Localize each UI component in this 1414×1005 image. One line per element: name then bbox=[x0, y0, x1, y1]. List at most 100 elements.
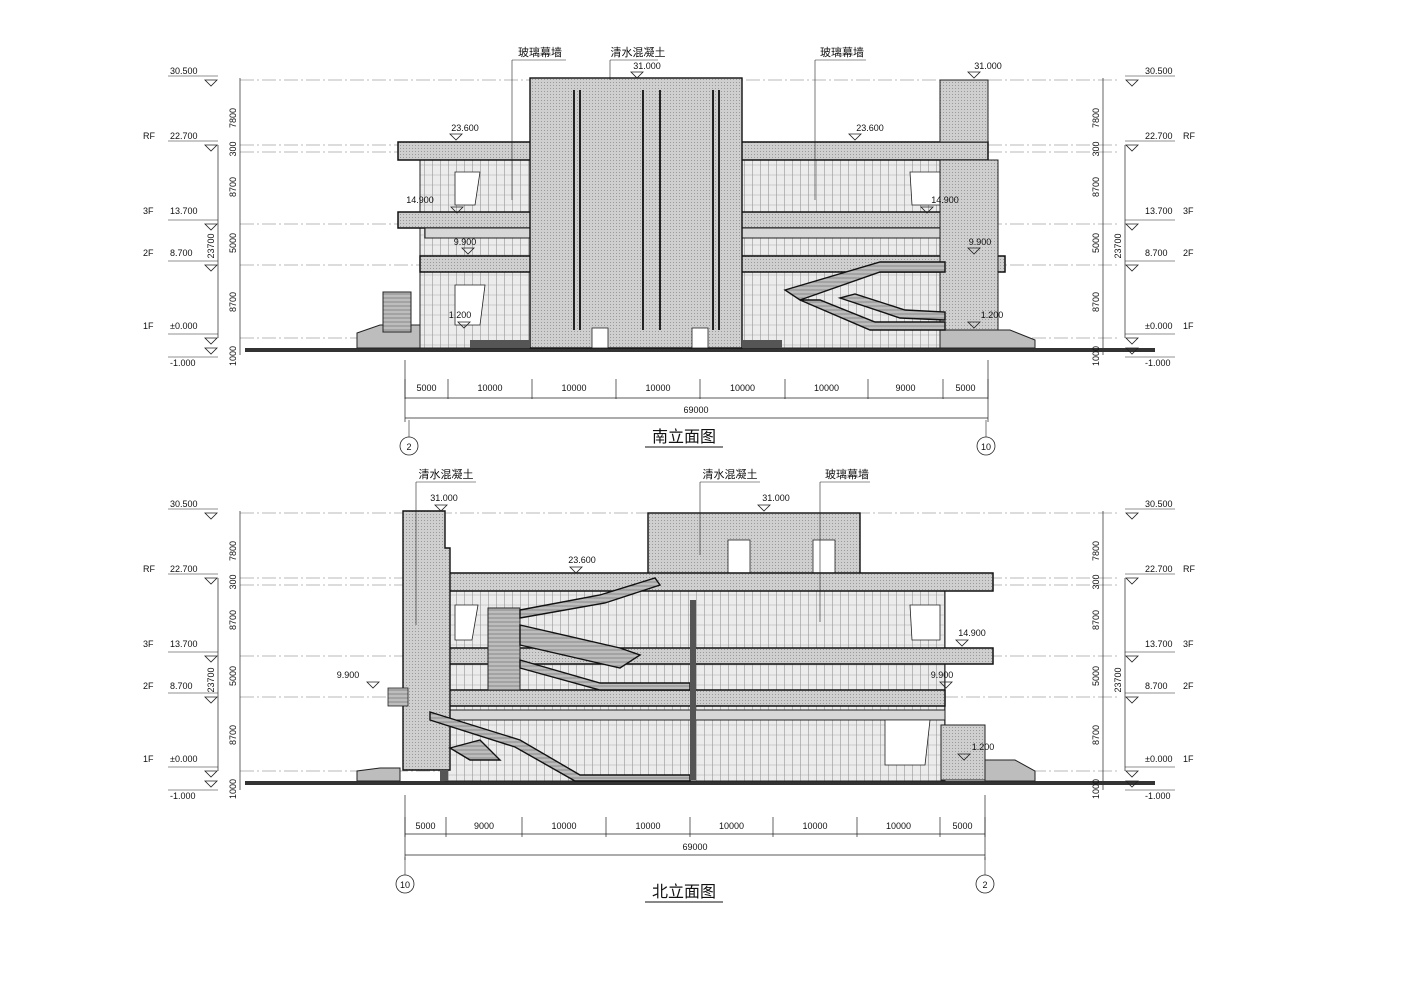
north-elevation-mark: 23.600 bbox=[568, 555, 596, 565]
south-level-value-right: ±0.000 bbox=[1145, 321, 1172, 331]
south-level-name-left: 1F bbox=[143, 321, 154, 331]
south-elevation-mark: 23.600 bbox=[856, 123, 884, 133]
south-axis-right: 10 bbox=[981, 442, 991, 452]
south-bay-dim: 9000 bbox=[895, 383, 915, 393]
north-level-value-left: 8.700 bbox=[170, 681, 193, 691]
south-total-dim: 69000 bbox=[683, 405, 708, 415]
south-title: 南立面图 bbox=[652, 427, 716, 446]
south-building bbox=[245, 77, 1155, 352]
north-vdim-left: 1000 bbox=[228, 779, 238, 799]
south-bay-dim: 5000 bbox=[416, 383, 436, 393]
north-vdim-left: 8700 bbox=[228, 610, 238, 630]
north-bay-dim: 9000 bbox=[474, 821, 494, 831]
south-bottom-level-left: -1.000 bbox=[170, 358, 196, 368]
north-level-value-right: ±0.000 bbox=[1145, 754, 1172, 764]
south-vdim-left: 8700 bbox=[228, 177, 238, 197]
north-elevation: 北立面图 清水混凝土 清水混凝土 玻璃幕墙 30.500 30.500 -1.0… bbox=[143, 467, 1195, 903]
north-level-value-left: ±0.000 bbox=[170, 754, 197, 764]
south-vdim-left: 300 bbox=[228, 141, 238, 156]
north-level-value-right: 8.700 bbox=[1145, 681, 1168, 691]
north-level-name-right: 2F bbox=[1183, 681, 1194, 691]
south-vdim-right: 8700 bbox=[1091, 292, 1101, 312]
south-elevation-mark: 9.900 bbox=[454, 237, 477, 247]
south-vdim-right: 8700 bbox=[1091, 177, 1101, 197]
south-top-level-right: 30.500 bbox=[1145, 66, 1173, 76]
north-top-level-left: 30.500 bbox=[170, 499, 198, 509]
south-vdim-right: 300 bbox=[1091, 141, 1101, 156]
south-elevation-mark: 14.900 bbox=[406, 195, 434, 205]
south-level-name-right: RF bbox=[1183, 131, 1195, 141]
south-bay-dim: 10000 bbox=[645, 383, 670, 393]
north-elevation-mark: 1.200 bbox=[972, 742, 995, 752]
north-vdim-right: 8700 bbox=[1091, 725, 1101, 745]
north-level-name-left: 1F bbox=[143, 754, 154, 764]
south-elevation-mark: 31.000 bbox=[633, 61, 661, 71]
north-bay-dim: 10000 bbox=[719, 821, 744, 831]
south-vdim-left: 5000 bbox=[228, 233, 238, 253]
south-overall-vdim-right: 23700 bbox=[1113, 233, 1123, 258]
south-vdim-left: 1000 bbox=[228, 346, 238, 366]
north-bay-dim: 10000 bbox=[635, 821, 660, 831]
north-level-name-left: RF bbox=[143, 564, 155, 574]
south-axis-left: 2 bbox=[406, 442, 411, 452]
north-bay-dim: 10000 bbox=[886, 821, 911, 831]
north-building bbox=[245, 510, 1155, 785]
north-elevation-mark: 9.900 bbox=[337, 670, 360, 680]
south-vdim-right: 5000 bbox=[1091, 233, 1101, 253]
north-elevation-mark: 14.900 bbox=[958, 628, 986, 638]
north-axis-left: 10 bbox=[400, 880, 410, 890]
south-bottom-level-right: -1.000 bbox=[1145, 358, 1171, 368]
north-level-value-left: 13.700 bbox=[170, 639, 198, 649]
north-vdim-right: 1000 bbox=[1091, 779, 1101, 799]
south-top-level-left: 30.500 bbox=[170, 66, 198, 76]
south-level-name-right: 3F bbox=[1183, 206, 1194, 216]
south-bay-dim: 10000 bbox=[730, 383, 755, 393]
south-vdim-left: 8700 bbox=[228, 292, 238, 312]
south-level-value-left: 13.700 bbox=[170, 206, 198, 216]
south-elevation-mark: 9.900 bbox=[969, 237, 992, 247]
north-vdim-left: 5000 bbox=[228, 666, 238, 686]
north-level-value-right: 13.700 bbox=[1145, 639, 1173, 649]
north-overall-vdim-right: 23700 bbox=[1113, 667, 1123, 692]
south-level-value-left: ±0.000 bbox=[170, 321, 197, 331]
south-elevation-mark: 31.000 bbox=[974, 61, 1002, 71]
south-elevation-mark: 1.200 bbox=[981, 310, 1004, 320]
north-note-concrete-2: 清水混凝土 bbox=[703, 467, 758, 481]
north-bay-dim: 5000 bbox=[415, 821, 435, 831]
north-level-name-right: 3F bbox=[1183, 639, 1194, 649]
north-top-level-right: 30.500 bbox=[1145, 499, 1173, 509]
south-note-curtain-wall-1: 玻璃幕墙 bbox=[518, 45, 562, 59]
south-level-value-left: 8.700 bbox=[170, 248, 193, 258]
north-axis-right: 2 bbox=[982, 880, 987, 890]
north-vdim-left: 300 bbox=[228, 574, 238, 589]
south-level-name-left: 2F bbox=[143, 248, 154, 258]
south-level-value-left: 22.700 bbox=[170, 131, 198, 141]
north-elevation-mark: 31.000 bbox=[762, 493, 790, 503]
north-bottom-level-left: -1.000 bbox=[170, 791, 196, 801]
north-level-name-right: 1F bbox=[1183, 754, 1194, 764]
south-elevation-mark: 1.200 bbox=[449, 310, 472, 320]
south-vdim-left: 7800 bbox=[228, 108, 238, 128]
north-note-concrete-1: 清水混凝土 bbox=[419, 467, 474, 481]
north-level-name-right: RF bbox=[1183, 564, 1195, 574]
south-bay-dim: 10000 bbox=[477, 383, 502, 393]
south-level-name-right: 1F bbox=[1183, 321, 1194, 331]
north-vdim-left: 8700 bbox=[228, 725, 238, 745]
south-bay-dim: 10000 bbox=[561, 383, 586, 393]
south-overall-vdim-left: 23700 bbox=[206, 233, 216, 258]
north-vdim-right: 7800 bbox=[1091, 541, 1101, 561]
south-level-name-left: RF bbox=[143, 131, 155, 141]
north-elevation-mark: 9.900 bbox=[931, 670, 954, 680]
north-level-name-left: 2F bbox=[143, 681, 154, 691]
south-bay-dim: 5000 bbox=[955, 383, 975, 393]
south-vdim-right: 7800 bbox=[1091, 108, 1101, 128]
north-note-curtain-wall: 玻璃幕墙 bbox=[825, 467, 869, 481]
south-bay-dim: 10000 bbox=[814, 383, 839, 393]
north-bay-dim: 10000 bbox=[551, 821, 576, 831]
north-overall-vdim-left: 23700 bbox=[206, 667, 216, 692]
north-level-value-right: 22.700 bbox=[1145, 564, 1173, 574]
north-vdim-right: 300 bbox=[1091, 574, 1101, 589]
north-level-value-left: 22.700 bbox=[170, 564, 198, 574]
